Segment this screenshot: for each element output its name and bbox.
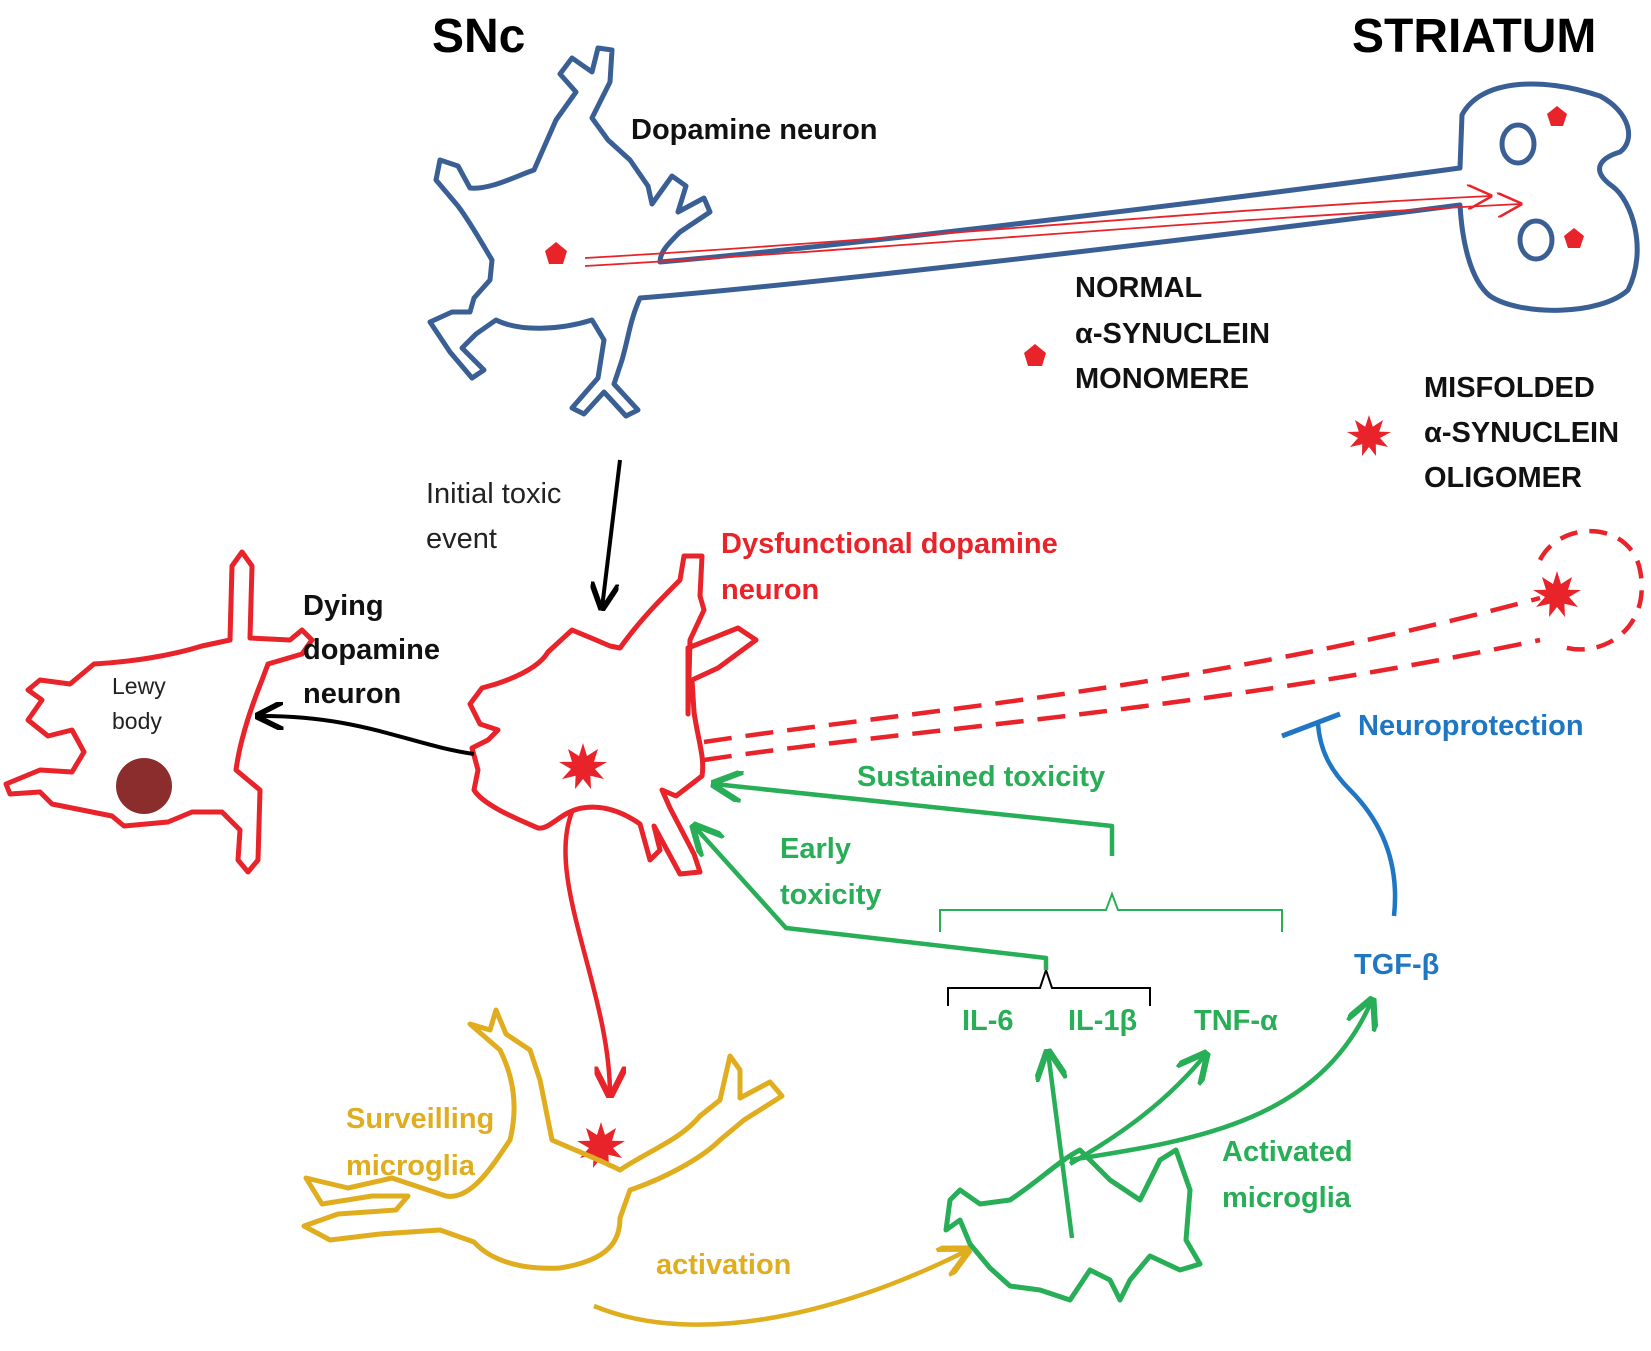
dysfunctional-axon — [703, 595, 1541, 745]
initial-toxic-event-line1: Initial toxic — [426, 478, 561, 510]
lewy-body-line1: Lewy — [112, 673, 166, 699]
legend-oligomer-star — [1347, 415, 1391, 456]
monomer-pentagon — [545, 242, 567, 264]
dying-neuron-line1: Dying — [303, 590, 384, 622]
tnfa-label: TNF-α — [1194, 1005, 1278, 1037]
initial-toxic-event-arrow — [602, 459, 622, 608]
early-toxicity-line1: Early — [780, 833, 851, 865]
inhibition-bar — [1281, 711, 1341, 739]
neuroprotection-inhibition — [1315, 723, 1398, 917]
oligomer-star — [1533, 571, 1581, 617]
early-toxicity-arrow — [694, 826, 1049, 970]
il6-label: IL-6 — [962, 1005, 1014, 1037]
legend-monomer-pentagon — [1024, 344, 1046, 366]
dysfunctional-neuron-line1: Dysfunctional dopamine — [721, 528, 1058, 560]
sustained-toxicity-arrow — [714, 784, 1115, 856]
synaptic-vesicle — [1517, 218, 1555, 262]
dying-neuron-line2: dopamine — [303, 634, 440, 666]
oligomer-release-arrow — [563, 811, 610, 1095]
dying-neuron-line3: neuron — [303, 678, 401, 710]
il-bracket — [947, 966, 1151, 1006]
transport-arrow — [584, 196, 1490, 259]
activation-arrow — [593, 1250, 968, 1327]
il1b-label: IL-1β — [1068, 1005, 1137, 1037]
dying-arrow — [258, 716, 475, 756]
legend-misfolded-line2: α-SYNUCLEIN — [1424, 417, 1619, 449]
dying-dopamine-neuron — [3, 549, 315, 875]
lewy-body — [116, 758, 172, 814]
healthy-dopamine-neuron — [427, 45, 1640, 419]
neuroprotection-label: Neuroprotection — [1358, 710, 1584, 742]
oligomer-star — [559, 743, 607, 789]
early-toxicity-line2: toxicity — [780, 879, 882, 911]
dysfunctional-axon — [703, 637, 1541, 763]
il-release-arrow — [1048, 1052, 1075, 1239]
synaptic-vesicle — [1499, 122, 1537, 166]
transport-arrow — [584, 204, 1520, 267]
dopamine-neuron-label: Dopamine neuron — [631, 114, 878, 146]
legend-normal-line1: NORMAL — [1075, 272, 1202, 304]
initial-toxic-event-line2: event — [426, 523, 497, 555]
dysfunctional-neuron-line2: neuron — [721, 574, 819, 606]
activated-microglia-line1: Activated — [1222, 1136, 1353, 1168]
tgf-release-arrow — [1069, 1000, 1372, 1163]
tgfb-label: TGF-β — [1354, 949, 1439, 981]
surveilling-microglia-line2: microglia — [346, 1150, 476, 1182]
legend-misfolded-line1: MISFOLDED — [1424, 372, 1595, 404]
dysfunctional-dopamine-neuron — [467, 553, 759, 877]
lewy-body-line2: body — [112, 708, 162, 734]
activation-label: activation — [656, 1249, 791, 1281]
legend-misfolded-line3: OLIGOMER — [1424, 462, 1582, 494]
dysfunctional-terminal — [1537, 528, 1644, 652]
surveilling-microglia-line1: Surveilling — [346, 1103, 494, 1135]
legend-normal-line2: α-SYNUCLEIN — [1075, 318, 1270, 350]
snc-title: SNc — [432, 10, 525, 63]
cytokine-bracket — [939, 891, 1283, 932]
monomer-pentagon — [1564, 228, 1584, 248]
striatum-title: STRIATUM — [1352, 10, 1596, 63]
surveilling-microglia — [301, 1007, 785, 1271]
sustained-toxicity-label: Sustained toxicity — [857, 761, 1105, 793]
activated-microglia-line2: microglia — [1222, 1182, 1352, 1214]
oligomer-star — [577, 1122, 625, 1168]
tnf-release-arrow — [1068, 1054, 1206, 1166]
legend-normal-line3: MONOMERE — [1075, 363, 1249, 395]
monomer-pentagon — [1547, 106, 1567, 126]
activated-microglia — [943, 1147, 1203, 1303]
